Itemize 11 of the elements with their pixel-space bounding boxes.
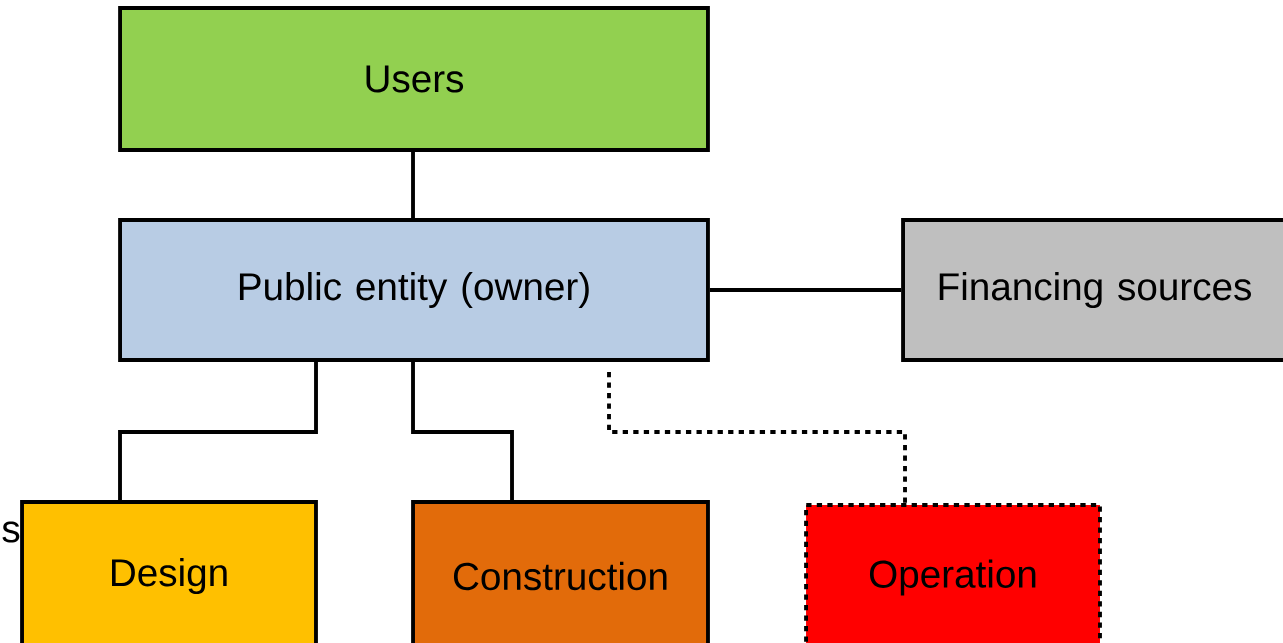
connector-line xyxy=(411,151,415,219)
process-box: Design xyxy=(20,500,318,643)
process-box: Users xyxy=(118,6,710,152)
connector-line xyxy=(607,371,907,504)
process-box: Public entity (owner) xyxy=(118,218,710,362)
connector-line xyxy=(411,361,514,501)
connector-line xyxy=(709,288,902,292)
connector-line xyxy=(118,361,318,501)
process-box: Financing sources xyxy=(901,218,1283,362)
process-box: Operation xyxy=(804,503,1102,643)
process-box: Construction xyxy=(411,500,710,643)
